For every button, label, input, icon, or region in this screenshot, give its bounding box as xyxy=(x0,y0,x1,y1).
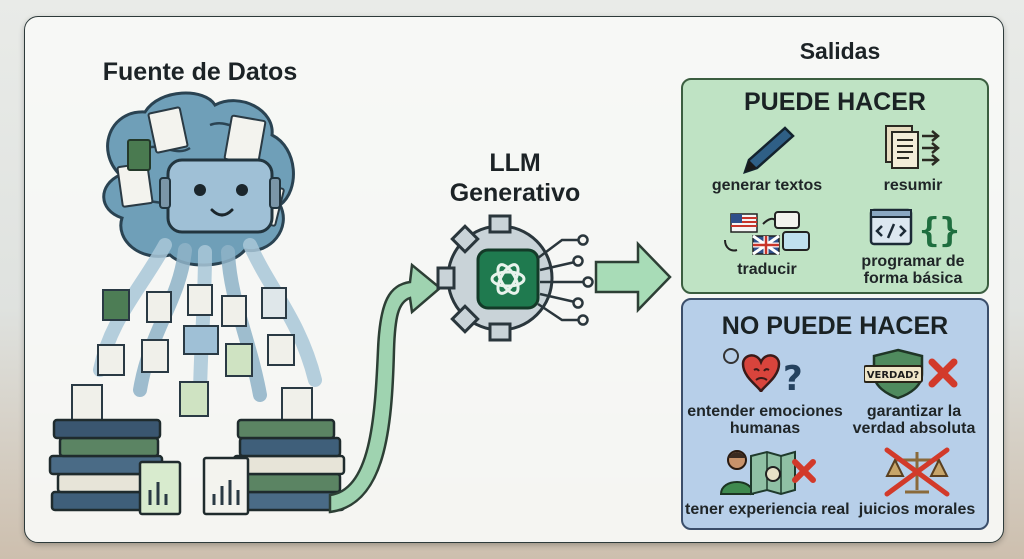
cannot-item-emotions-line1: entender emociones xyxy=(687,403,843,420)
cannot-item-truth-line1: garantizar la xyxy=(866,403,962,420)
cannot-do-panel: NO PUEDE HACER ? entender emociones huma… xyxy=(681,298,989,530)
cannot-do-title: NO PUEDE HACER xyxy=(721,312,949,340)
brain-robot-icon xyxy=(102,91,295,267)
source-title: Fuente de Datos xyxy=(102,58,298,86)
svg-text:?: ? xyxy=(783,359,803,399)
can-item-generate-label: generar textos xyxy=(711,177,823,194)
cannot-item-experience: tener experiencia real xyxy=(685,446,850,518)
translate-icon xyxy=(724,211,810,256)
can-item-translate-label: traducir xyxy=(737,261,797,278)
can-item-code-label-line2: forma básica xyxy=(863,270,963,287)
data-streams xyxy=(93,238,322,407)
llm-gear-icon xyxy=(436,214,594,342)
can-item-summarize: resumir xyxy=(843,122,983,194)
can-item-translate: traducir xyxy=(697,210,837,278)
person-map-icon xyxy=(719,450,816,496)
cannot-item-truth: VERDAD? garantizar la verdad absoluta xyxy=(843,346,985,437)
svg-text:{}: {} xyxy=(919,211,960,250)
pen-icon xyxy=(743,126,795,174)
scales-crossed-icon xyxy=(884,447,950,497)
cannot-item-experience-label: tener experiencia real xyxy=(685,501,850,518)
can-item-code: {} programar de forma básica xyxy=(843,206,983,287)
verdad-badge: VERDAD? xyxy=(867,370,920,381)
can-item-summarize-label: resumir xyxy=(883,177,943,194)
shield-verdad-icon: VERDAD? xyxy=(864,348,958,400)
floating-documents xyxy=(71,284,313,427)
heart-question-icon: ? xyxy=(723,348,803,399)
llm-title-line1: LLM xyxy=(489,149,541,177)
curved-arrow-icon xyxy=(328,262,442,514)
can-item-code-label-line1: programar de xyxy=(861,253,965,270)
cannot-item-morals: juicios morales xyxy=(849,446,985,518)
book-stacks xyxy=(48,418,346,516)
cannot-item-emotions-line2: humanas xyxy=(729,420,801,437)
cannot-item-emotions: ? entender emociones humanas xyxy=(685,346,845,437)
can-item-generate: generar textos xyxy=(697,122,837,194)
cannot-item-morals-label: juicios morales xyxy=(858,501,976,518)
summarize-icon xyxy=(885,125,940,169)
llm-title: LLM Generativo xyxy=(420,148,610,208)
can-do-panel: PUEDE HACER generar textos resumir xyxy=(681,78,989,294)
cannot-item-truth-line2: verdad absoluta xyxy=(852,420,976,437)
llm-title-line2: Generativo xyxy=(449,179,581,207)
can-do-title: PUEDE HACER xyxy=(744,88,926,116)
output-arrow-icon xyxy=(594,240,672,314)
outputs-title: Salidas xyxy=(799,38,881,64)
code-icon: {} xyxy=(869,208,960,250)
